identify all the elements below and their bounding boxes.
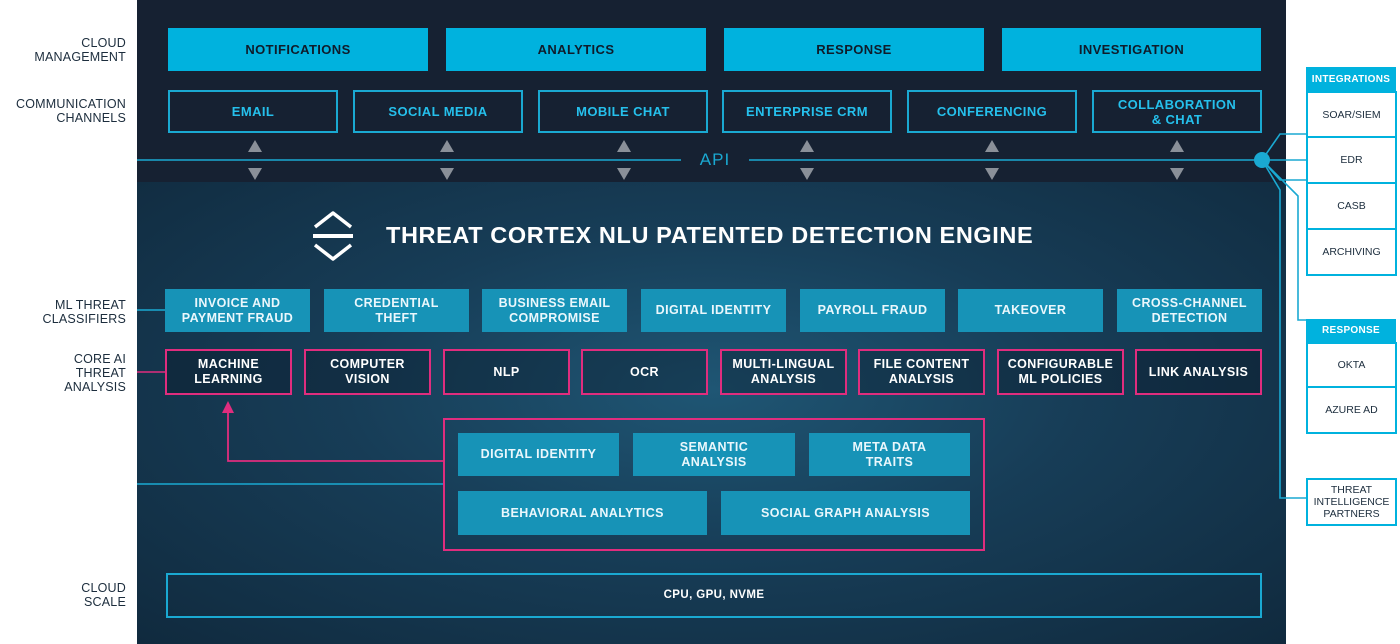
classifier-business-email-compromise: BUSINESS EMAIL COMPROMISE	[482, 289, 627, 332]
core-link-analysis: LINK ANALYSIS	[1135, 349, 1262, 395]
classifier-takeover: TAKEOVER	[958, 289, 1103, 332]
engine-logo-bar	[313, 234, 353, 238]
classifier-invoice-payment-fraud: INVOICE AND PAYMENT FRAUD	[165, 289, 310, 332]
core-machine-learning: MACHINE LEARNING	[165, 349, 292, 395]
core-configurable-ml-policies: CONFIGURABLE ML POLICIES	[997, 349, 1124, 395]
threat-intelligence-partners: THREAT INTELLIGENCE PARTNERS	[1306, 478, 1397, 526]
response-header: RESPONSE	[1306, 319, 1396, 342]
channel-mobile-chat: MOBILE CHAT	[538, 90, 708, 133]
integrations-header: INTEGRATIONS	[1306, 67, 1396, 91]
cloud-scale-box: CPU, GPU, NVME	[166, 573, 1262, 618]
channel-social-media: SOCIAL MEDIA	[353, 90, 523, 133]
response-azure-ad: AZURE AD	[1306, 386, 1397, 434]
channel-collaboration-chat: COLLABORATION & CHAT	[1092, 90, 1262, 133]
ml-components-group	[443, 418, 985, 551]
classifier-cross-channel-detection: CROSS-CHANNEL DETECTION	[1117, 289, 1262, 332]
core-nlp: NLP	[443, 349, 570, 395]
classifier-digital-identity: DIGITAL IDENTITY	[641, 289, 786, 332]
label-ml-threat-classifiers: ML THREAT CLASSIFIERS	[42, 298, 126, 326]
analytics-box: ANALYTICS	[446, 28, 706, 71]
engine-logo-icon	[313, 211, 353, 261]
integration-connectors	[1261, 133, 1306, 499]
ml-feedback-arrowhead	[222, 401, 234, 413]
channel-conferencing: CONFERENCING	[907, 90, 1077, 133]
label-communication-channels: COMMUNICATION CHANNELS	[16, 97, 126, 125]
label-cloud-management: CLOUD MANAGEMENT	[34, 36, 126, 64]
component-semantic-analysis: SEMANTIC ANALYSIS	[633, 433, 795, 476]
component-behavioral-analytics: BEHAVIORAL ANALYTICS	[458, 491, 707, 535]
component-meta-data-traits: META DATA TRAITS	[809, 433, 970, 476]
core-multi-lingual-analysis: MULTI-LINGUAL ANALYSIS	[720, 349, 847, 395]
notifications-box: NOTIFICATIONS	[168, 28, 428, 71]
channel-enterprise-crm: ENTERPRISE CRM	[722, 90, 892, 133]
core-computer-vision: COMPUTER VISION	[304, 349, 431, 395]
label-core-ai-threat-analysis: CORE AI THREAT ANALYSIS	[64, 352, 126, 394]
integration-soar-siem: SOAR/SIEM	[1306, 91, 1397, 138]
core-file-content-analysis: FILE CONTENT ANALYSIS	[858, 349, 985, 395]
detection-engine-panel	[137, 182, 1286, 644]
ml-feedback-arrow	[227, 410, 443, 462]
response-box: RESPONSE	[724, 28, 984, 71]
channel-email: EMAIL	[168, 90, 338, 133]
investigation-box: INVESTIGATION	[1002, 28, 1261, 71]
api-label: API	[699, 150, 731, 169]
core-ocr: OCR	[581, 349, 708, 395]
classifier-payroll-fraud: PAYROLL FRAUD	[800, 289, 945, 332]
component-digital-identity: DIGITAL IDENTITY	[458, 433, 619, 476]
component-social-graph-analysis: SOCIAL GRAPH ANALYSIS	[721, 491, 970, 535]
api-arrows	[248, 140, 1184, 180]
label-cloud-scale: CLOUD SCALE	[81, 581, 126, 609]
classifier-credential-theft: CREDENTIAL THEFT	[324, 289, 469, 332]
engine-title: THREAT CORTEX NLU PATENTED DETECTION ENG…	[386, 222, 1034, 248]
integration-archiving: ARCHIVING	[1306, 228, 1397, 276]
